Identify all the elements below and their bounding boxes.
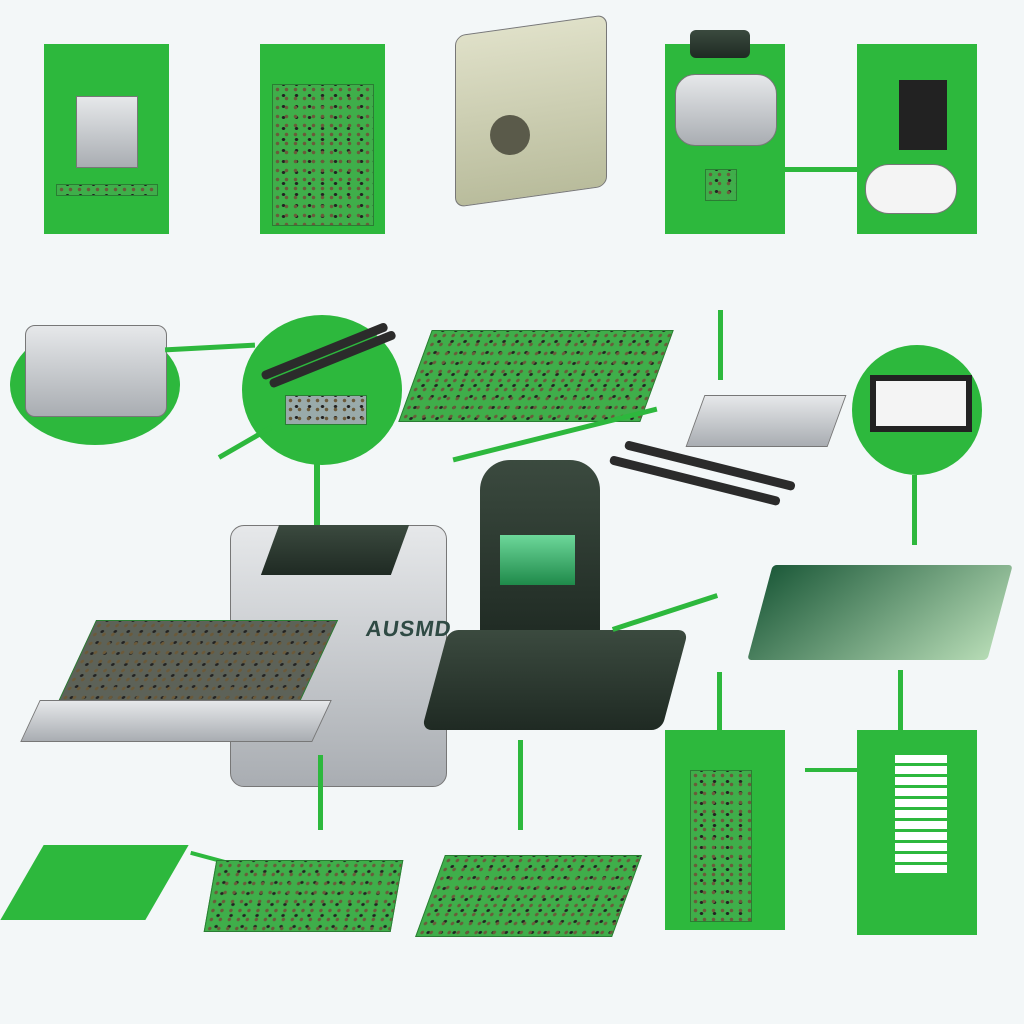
server-unit: [747, 565, 1013, 660]
circuit-tree: [690, 770, 752, 922]
down-arrow: [898, 670, 903, 732]
machine-top-panel: [260, 525, 410, 575]
metal-bracket: [76, 96, 138, 168]
down-arrow: [718, 310, 723, 380]
device-keyboard: [870, 375, 972, 432]
dial-icon: [490, 115, 530, 155]
circuit-board: [415, 855, 642, 937]
down-arrow: [717, 672, 722, 732]
microscope-body: [675, 74, 777, 146]
circuit-board-with-pins: [398, 330, 674, 422]
panel-circuit-tree: [665, 730, 785, 930]
panel-component-bracket: [44, 44, 169, 234]
rail-assembly: [685, 395, 847, 447]
down-arrow: [912, 475, 917, 545]
circuit-layout: [272, 84, 374, 226]
workstation-base: [865, 164, 957, 214]
metal-housing: [25, 325, 167, 417]
data-table-graphic: [895, 755, 947, 875]
monitor: [899, 80, 947, 150]
circuit-board: [203, 860, 404, 932]
connector-line: [611, 593, 719, 632]
machine-brand-label: AUSMD: [364, 616, 454, 641]
panel-table: [857, 730, 977, 935]
connector-line: [785, 167, 860, 172]
machine-tray: [20, 700, 332, 742]
camera-base: [421, 630, 689, 730]
down-arrow: [318, 755, 323, 830]
chip: [285, 395, 367, 425]
camera-screen: [500, 535, 575, 585]
chip-package: [0, 845, 189, 920]
panel-workstation: [857, 44, 977, 234]
connector-line: [314, 460, 320, 525]
beige-device: [455, 14, 607, 208]
panel-circuit-layout: [260, 44, 385, 234]
connector-line: [805, 768, 860, 772]
panel-microscope: [665, 30, 785, 234]
chip-leads: [705, 169, 737, 201]
connector-line: [164, 342, 256, 353]
microscope-head: [690, 30, 750, 58]
component-strip: [56, 184, 158, 196]
down-arrow: [518, 740, 523, 830]
